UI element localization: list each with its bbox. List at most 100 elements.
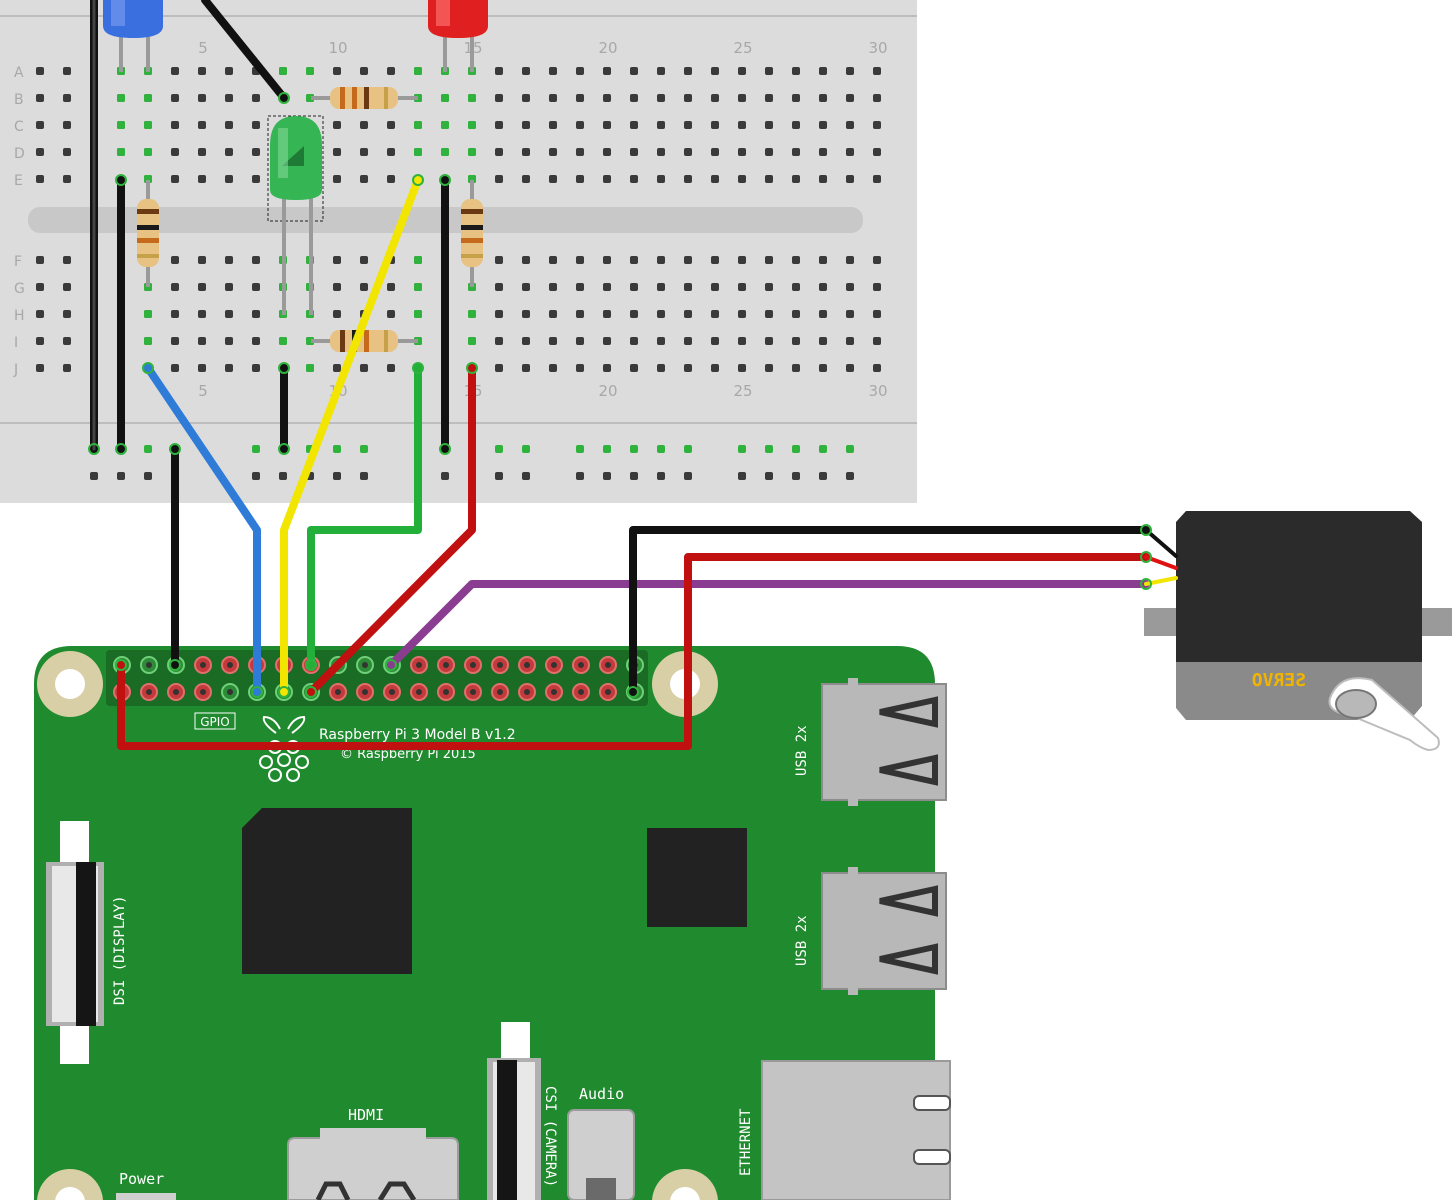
breadboard-hole-connected (468, 310, 476, 318)
breadboard-hole (333, 256, 341, 264)
breadboard-hole (252, 337, 260, 345)
breadboard-hole (198, 310, 206, 318)
breadboard-hole (819, 148, 827, 156)
breadboard-hole (576, 94, 584, 102)
servo-motor: SERVO (1144, 511, 1452, 752)
gpio-pin-hole (497, 689, 503, 695)
breadboard-hole (684, 67, 692, 75)
breadboard-hole (765, 472, 773, 480)
col-number-top-30: 30 (868, 39, 887, 57)
breadboard-hole-connected (414, 256, 422, 264)
hdmi-label: HDMI (348, 1106, 384, 1124)
breadboard-hole-connected (414, 283, 422, 291)
breadboard-hole (711, 67, 719, 75)
breadboard-hole (171, 283, 179, 291)
gpio-pin-hole (551, 662, 557, 668)
breadboard-hole (630, 94, 638, 102)
breadboard-hole (603, 121, 611, 129)
breadboard-hole (36, 121, 44, 129)
breadboard-hole (360, 364, 368, 372)
breadboard-hole (522, 256, 530, 264)
row-label-b: B (14, 92, 24, 108)
wire-end-marker (305, 659, 317, 671)
breadboard-hole (873, 94, 881, 102)
gpio-pin-hole (146, 662, 152, 668)
breadboard-hole (819, 256, 827, 264)
breadboard-hole (657, 364, 665, 372)
breadboard-hole (522, 364, 530, 372)
gpio-pin-hole (146, 689, 152, 695)
breadboard-hole (657, 256, 665, 264)
breadboard-hole (684, 283, 692, 291)
breadboard-hole (117, 472, 125, 480)
wire-end-marker (88, 443, 100, 455)
breadboard-hole (765, 175, 773, 183)
breadboard-hole (171, 121, 179, 129)
mounting-hole-bottom-left (37, 1169, 103, 1200)
breadboard-hole (873, 310, 881, 318)
breadboard-hole (522, 310, 530, 318)
wire-purple-servo-signal (387, 580, 1150, 669)
mounting-hole-bottom-right (652, 1169, 718, 1200)
breadboard-hole-connected (144, 148, 152, 156)
breadboard-hole (549, 283, 557, 291)
gpio-pin-hole (578, 689, 584, 695)
breadboard-hole (360, 121, 368, 129)
breadboard-hole (522, 148, 530, 156)
breadboard-hole (495, 364, 503, 372)
breadboard-hole (738, 94, 746, 102)
breadboard-hole (792, 67, 800, 75)
wire-blue (144, 364, 261, 696)
breadboard-hole (36, 337, 44, 345)
gpio-pin-hole (605, 689, 611, 695)
breadboard-hole (225, 94, 233, 102)
breadboard-hole (792, 337, 800, 345)
power-label: Power (119, 1170, 164, 1188)
gpio-pin-hole (497, 662, 503, 668)
breadboard-hole (738, 283, 746, 291)
breadboard-hole-connected (306, 67, 314, 75)
wire-red-led (307, 364, 476, 696)
breadboard-hole (360, 67, 368, 75)
breadboard-hole (495, 310, 503, 318)
breadboard-hole (603, 472, 611, 480)
breadboard-hole (495, 121, 503, 129)
breadboard-hole-connected (819, 445, 827, 453)
wire-end-marker (278, 443, 290, 455)
gpio-pin-hole (227, 689, 233, 695)
breadboard-hole-connected (765, 445, 773, 453)
breadboard-hole (576, 175, 584, 183)
breadboard-hole-connected (495, 445, 503, 453)
breadboard-hole (765, 337, 773, 345)
wire-end-marker (1140, 551, 1152, 563)
breadboard-hole (36, 283, 44, 291)
wire-end-marker (142, 362, 154, 374)
mounting-hole-top-left-inner (55, 669, 85, 699)
breadboard-hole (252, 256, 260, 264)
gpio-pin-hole (362, 689, 368, 695)
breadboard-hole (657, 121, 665, 129)
breadboard-hole (495, 67, 503, 75)
breadboard-hole (387, 67, 395, 75)
breadboard-hole (36, 310, 44, 318)
led-green (267, 115, 324, 315)
col-number-bottom-25: 25 (733, 382, 752, 400)
breadboard-hole-connected (144, 337, 152, 345)
breadboard-hole (630, 337, 638, 345)
gpio-pin-hole (416, 662, 422, 668)
breadboard-hole (792, 283, 800, 291)
col-number-top-20: 20 (598, 39, 617, 57)
breadboard-hole (819, 94, 827, 102)
wire-end-marker (251, 686, 263, 698)
breadboard-hole (198, 148, 206, 156)
breadboard-hole (765, 94, 773, 102)
mounting-hole-bottom-right-inner (670, 1187, 700, 1200)
breadboard-hole (765, 67, 773, 75)
breadboard-hole (549, 175, 557, 183)
breadboard-hole (495, 256, 503, 264)
servo-lead-black (1144, 528, 1178, 558)
breadboard-hole (846, 67, 854, 75)
breadboard-hole (765, 283, 773, 291)
ethernet-label: ETHERNET (738, 1108, 754, 1176)
